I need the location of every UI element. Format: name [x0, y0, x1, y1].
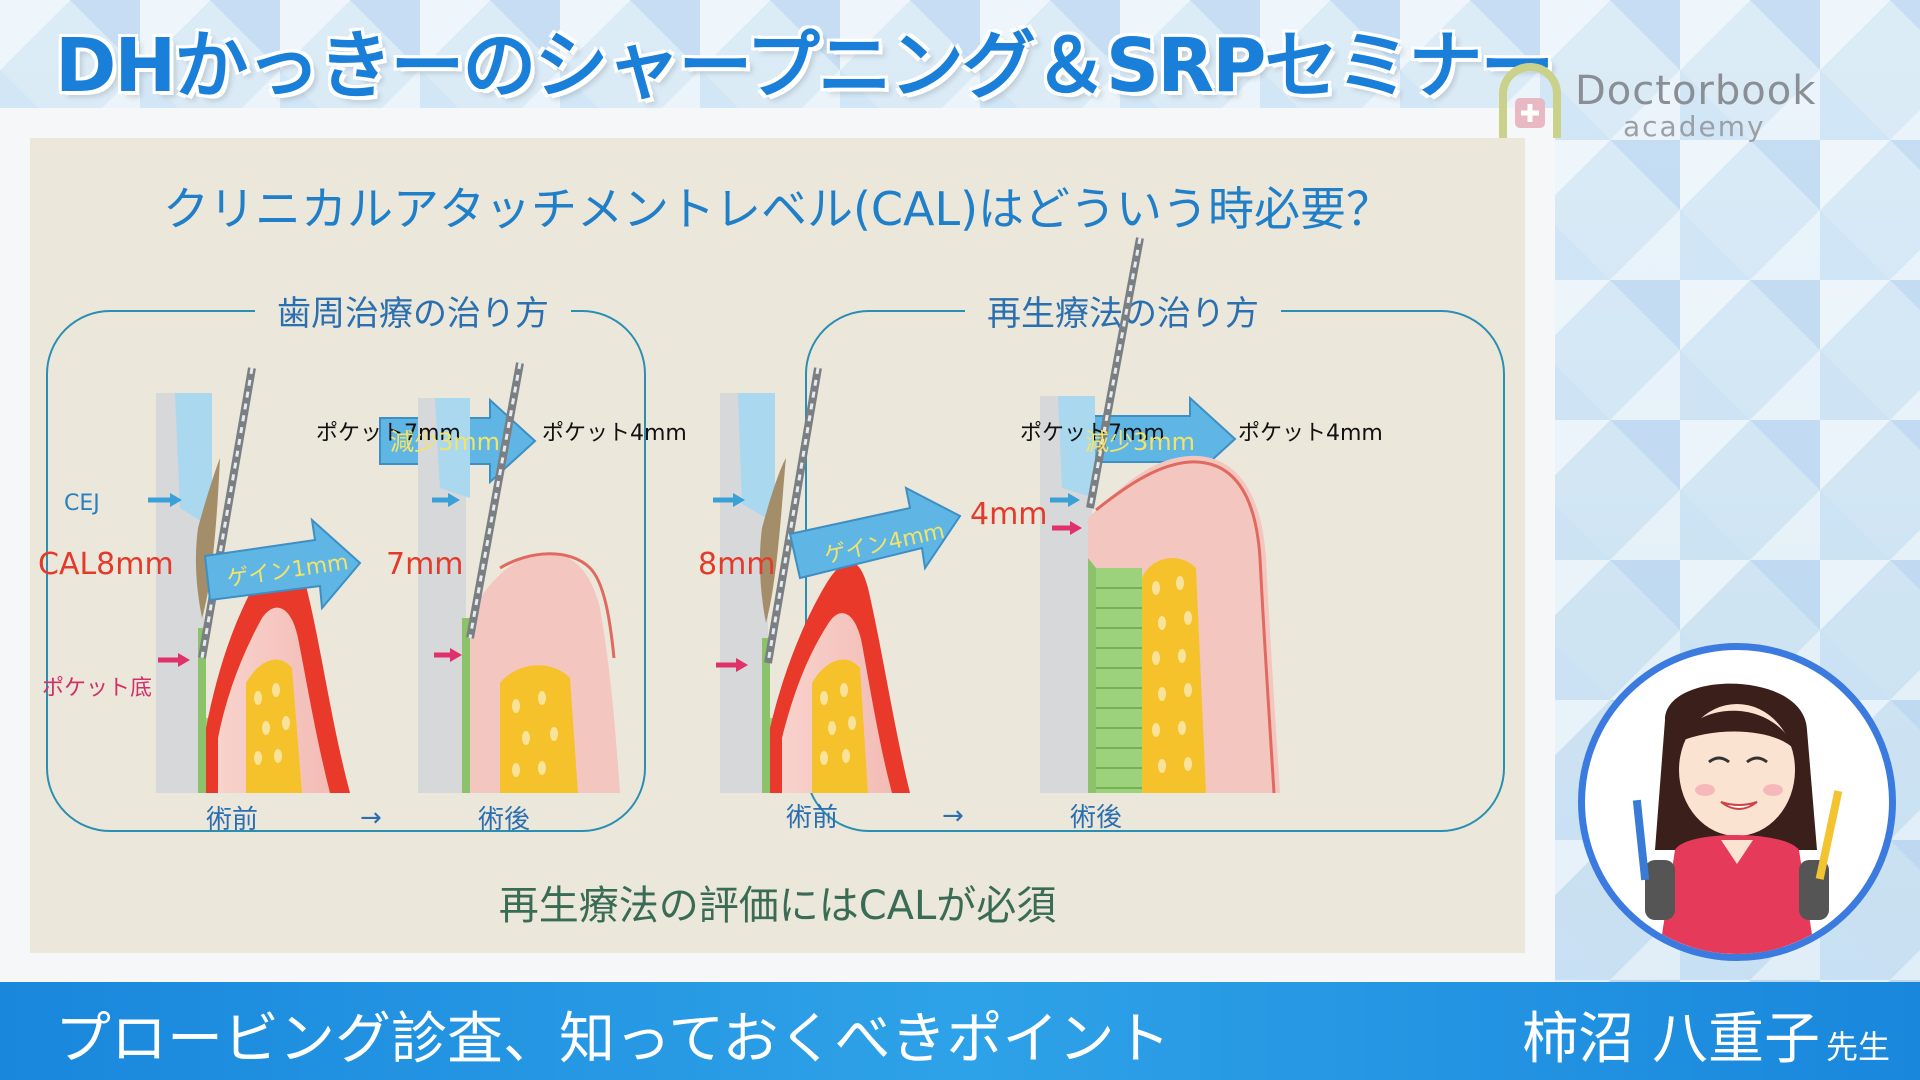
gain-arrow-left — [203, 517, 362, 611]
left-cal-after-label: 7mm — [386, 547, 464, 582]
speaker-name: 柿沼 八重子先生 — [1522, 994, 1890, 1075]
probe-right-before — [764, 367, 822, 664]
pocket-bottom-marker-right-after — [1052, 521, 1082, 535]
cej-marker-right — [713, 493, 745, 507]
right-transition-arrow: → — [942, 801, 964, 831]
right-pocket-before-label: ポケット7mm — [1020, 421, 1165, 446]
right-after-tooth — [1040, 237, 1280, 794]
slide-title: クリニカルアタッチメントレベル(CAL)はどういう時必要？ — [162, 182, 1393, 236]
tooth-diagram: ポケット7mm 減少3mm ポケット4mm CEJ CAL8mm ゲイン1mm … — [38, 237, 1383, 835]
gain-arrow-right — [788, 486, 962, 580]
slide: クリニカルアタッチメントレベル(CAL)はどういう時必要？ 歯周治療の治り方 再… — [30, 138, 1525, 953]
right-after-label: 術後 — [1070, 803, 1122, 833]
speaker-honorific: 先生 — [1825, 1028, 1890, 1066]
left-before-label: 術前 — [206, 805, 258, 835]
left-before-tooth — [156, 367, 350, 793]
cej-marker-left — [148, 493, 182, 507]
pocket-bottom-marker-left-after — [434, 648, 462, 662]
cej-marker-right-after — [1050, 493, 1080, 507]
doctorbook-logo: Doctorbook academy — [1495, 60, 1835, 143]
right-reduction-label: 減少3mm — [1085, 428, 1195, 456]
left-reduction-label: 減少3mm — [390, 428, 500, 456]
probe-left-before — [198, 367, 256, 659]
right-cal-after-label: 4mm — [970, 497, 1048, 532]
seminar-title: DHかっきーのシャープニング＆SRPセミナー — [55, 23, 1554, 109]
right-cal-label: 8mm — [698, 547, 776, 582]
cej-label: CEJ — [64, 491, 100, 516]
left-after-tooth — [418, 362, 620, 793]
left-pocket-after-label: ポケット4mm — [542, 421, 687, 446]
right-before-tooth — [720, 367, 910, 793]
right-before-label: 術前 — [786, 803, 838, 833]
left-transition-arrow: → — [360, 803, 382, 833]
pocket-bottom-marker-left — [158, 653, 190, 667]
left-pocket-before-label: ポケット7mm — [316, 421, 461, 446]
pocket-bottom-label: ポケット底 — [42, 676, 152, 701]
doctorbook-logo-icon — [1499, 63, 1561, 138]
cej-marker-left-after — [432, 493, 460, 507]
speaker-name-text: 柿沼 八重子 — [1522, 1007, 1820, 1072]
left-after-label: 術後 — [478, 805, 530, 835]
speaker-illustration — [1632, 683, 1843, 954]
pocket-bottom-marker-right — [716, 658, 748, 672]
left-panel-label: 歯周治療の治り方 — [255, 286, 571, 335]
probe-left-after — [466, 362, 524, 639]
cal-label: CAL8mm — [38, 547, 174, 582]
probe-right-after — [1086, 237, 1144, 509]
speaker-avatar — [1578, 643, 1896, 961]
logo-name: Doctorbook — [1575, 68, 1817, 114]
slide-conclusion: 再生療法の評価にはCALが必須 — [498, 883, 1057, 929]
logo-subtitle: academy — [1623, 110, 1766, 143]
lecture-title: プロービング診査、知っておくべきポイント — [55, 1007, 1171, 1072]
right-pocket-after-label: ポケット4mm — [1238, 421, 1383, 446]
lecture-title-bar: プロービング診査、知っておくべきポイント 柿沼 八重子先生 — [0, 982, 1920, 1080]
